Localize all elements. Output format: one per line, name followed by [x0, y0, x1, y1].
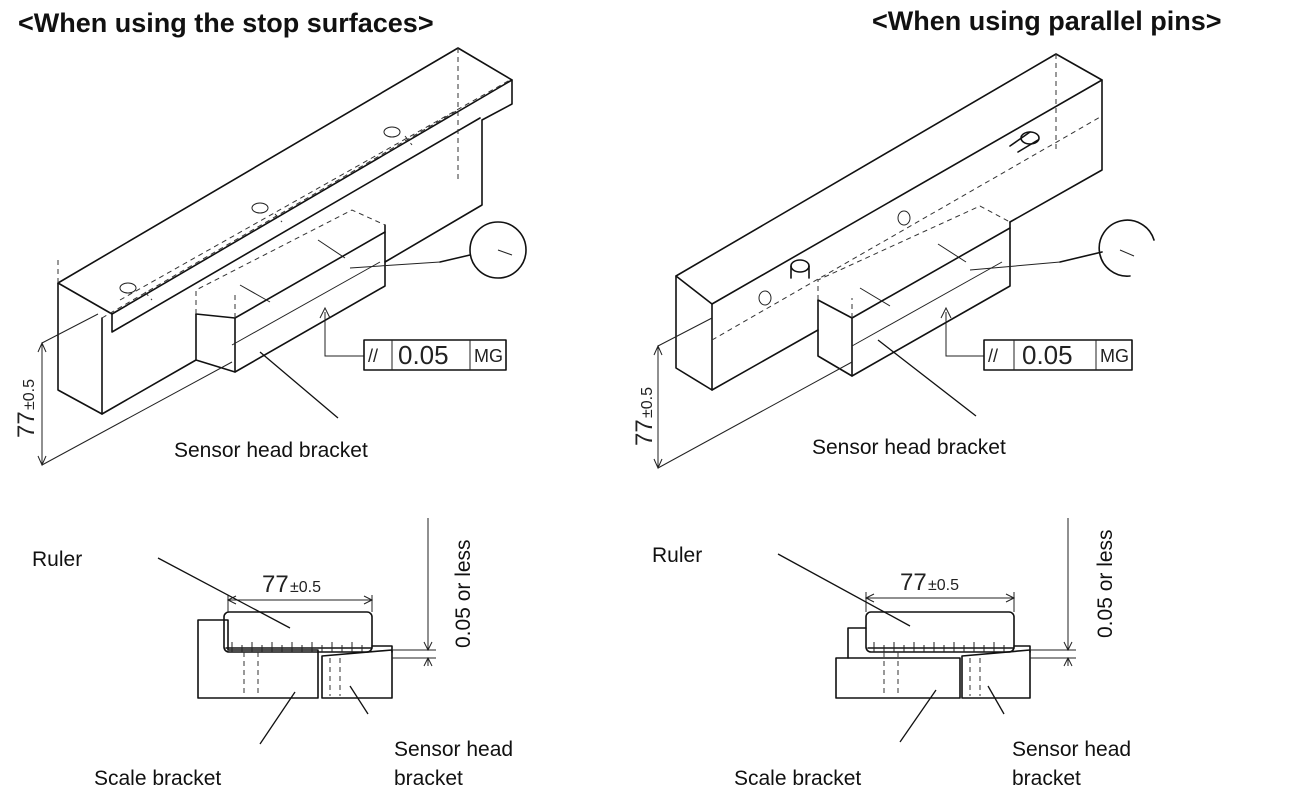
right-section-drawing	[777, 518, 1076, 743]
left-tolerance-value: 0.05	[398, 340, 449, 370]
left-section-tolerance: ±0.5	[290, 579, 321, 596]
right-iso-label: Sensor head bracket	[812, 436, 1006, 459]
right-sensor-bracket-label-1: Sensor head	[1012, 738, 1131, 761]
left-sensor-bracket-label-2: bracket	[394, 767, 463, 790]
left-tolerance-datum: MG	[474, 346, 503, 366]
left-iso-label: Sensor head bracket	[174, 439, 368, 462]
right-gap-label: 0.05 or less	[1094, 529, 1117, 638]
left-iso-drawing	[37, 47, 527, 467]
right-tolerance-symbol: //	[988, 346, 998, 366]
right-iso-dimension: 77	[631, 419, 658, 446]
left-gap-label: 0.05 or less	[452, 539, 475, 648]
left-tolerance-symbol: //	[368, 346, 378, 366]
right-title: <When using parallel pins>	[872, 6, 1222, 36]
right-sensor-bracket-label-2: bracket	[1012, 767, 1081, 790]
right-section-dimension: 77	[900, 569, 927, 596]
right-panel: <When using parallel pins>	[631, 6, 1222, 790]
left-sensor-bracket-label-1: Sensor head	[394, 738, 513, 761]
right-scale-bracket-label: Scale bracket	[734, 767, 861, 790]
left-scale-bracket-label: Scale bracket	[94, 767, 221, 790]
right-tolerance-datum: MG	[1100, 346, 1129, 366]
left-section-dimension: 77	[262, 571, 289, 598]
left-iso-tolerance: ±0.5	[21, 379, 38, 410]
right-section-tolerance: ±0.5	[928, 577, 959, 594]
right-iso-drawing	[653, 53, 1155, 470]
right-ruler-label: Ruler	[652, 544, 702, 567]
left-ruler-label: Ruler	[32, 548, 82, 571]
left-section-drawing	[157, 518, 436, 745]
left-iso-dimension: 77	[13, 411, 40, 438]
right-tolerance-value: 0.05	[1022, 340, 1073, 370]
left-title: <When using the stop surfaces>	[18, 8, 434, 38]
left-panel: <When using the stop surfaces>	[13, 8, 527, 790]
right-iso-tolerance: ±0.5	[639, 387, 656, 418]
